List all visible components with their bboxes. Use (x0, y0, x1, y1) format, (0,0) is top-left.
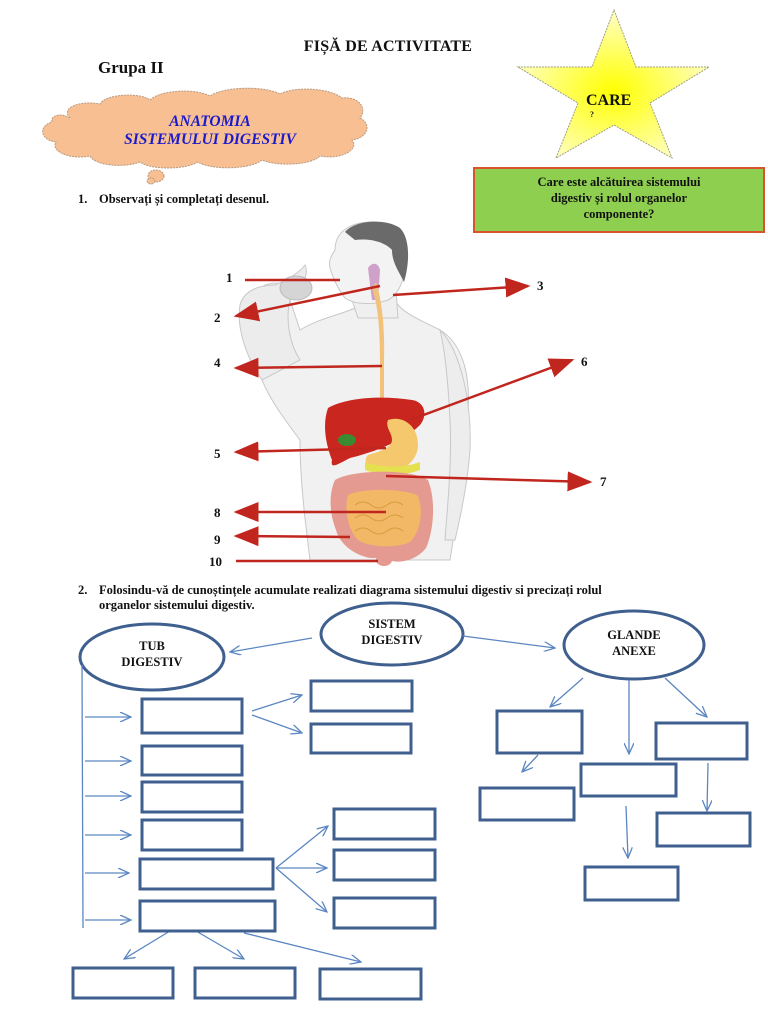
question-line1: Care este alcătuirea sistemului (537, 175, 701, 189)
star-shape (516, 8, 711, 160)
question-line3: componente? (583, 207, 655, 221)
diagram-label-8: 8 (214, 505, 221, 520)
task1-text: Observați și completați desenul. (99, 192, 270, 206)
pointer-line-9 (233, 526, 351, 547)
root-node-label-line2: DIGESTIV (361, 633, 423, 647)
gallbladder (338, 434, 356, 446)
question-line2: digestiv și rolul organelor (550, 191, 688, 205)
answer-boxes (71, 679, 752, 1001)
rectum (376, 554, 392, 566)
diagram-label-6: 6 (581, 354, 588, 369)
answer-box-glande-2[interactable] (579, 762, 678, 798)
answer-box-tub-5[interactable] (138, 857, 275, 891)
root-node-label: SISTEM DIGESTIV (342, 616, 442, 648)
pointer-line-2 (233, 284, 381, 322)
pointer-line-5 (233, 441, 387, 462)
task2-instruction: 2. Folosindu-vă de cunoștințele acumulate… (78, 583, 728, 613)
root-node-label-line1: SISTEM (368, 617, 416, 631)
diagram-label-3: 3 (537, 278, 544, 293)
answer-box-glande-3[interactable] (654, 721, 749, 761)
root-node-sistem-digestiv (319, 601, 465, 667)
task1-instruction: 1. Observați și completați desenul. (78, 192, 269, 207)
pointer-lines (233, 277, 593, 563)
intestine-folds (354, 501, 404, 535)
answer-box-glande-2a[interactable] (583, 865, 680, 902)
pancreas (365, 462, 420, 475)
task2-number: 2. (78, 583, 88, 597)
answer-box-tub-6c[interactable] (318, 967, 423, 1001)
glande-anexe-label: GLANDE ANEXE (584, 627, 684, 659)
group-label: Grupa II (98, 58, 164, 77)
stomach (365, 418, 418, 473)
star-label: CARE (586, 92, 632, 109)
answer-box-tub-2[interactable] (140, 744, 244, 777)
task1-number: 1. (78, 192, 88, 206)
diagram-label-9: 9 (214, 532, 221, 547)
tub-digestiv-label: TUB DIGESTIV (102, 638, 202, 670)
task2-line2: organelor sistemului digestiv. (99, 598, 255, 612)
diagram-label-1: 1 (226, 270, 233, 285)
guiding-question-box: Care este alcătuirea sistemului digestiv… (473, 167, 765, 233)
answer-box-tub-1b[interactable] (309, 722, 413, 755)
diagram-label-5: 5 (214, 446, 221, 461)
node-glande-anexe (562, 609, 706, 681)
answer-box-tub-1a[interactable] (309, 679, 414, 713)
cloud-title-line1: ANATOMIA (169, 113, 251, 130)
diagram-label-10: 10 (209, 554, 222, 569)
pointer-line-3 (392, 277, 531, 298)
answer-box-tub-4[interactable] (140, 818, 244, 852)
diagram-label-4: 4 (214, 355, 221, 370)
cloud-shape (42, 87, 368, 185)
worksheet-title: FIȘĂ DE ACTIVITATE (303, 38, 473, 55)
task2-line1: Folosindu-vă de cunoștințele acumulate r… (99, 583, 602, 597)
tub-digestiv-label-line2: DIGESTIV (121, 655, 183, 669)
cloud-title: ANATOMIA SISTEMULUI DIGESTIV (90, 113, 330, 149)
answer-box-tub-5a[interactable] (332, 807, 437, 841)
answer-box-glande-1[interactable] (495, 709, 584, 755)
answer-box-tub-6[interactable] (138, 899, 277, 933)
answer-box-glande-1a[interactable] (478, 786, 576, 822)
answer-box-tub-5c[interactable] (332, 896, 437, 930)
answer-box-tub-3[interactable] (140, 780, 244, 814)
esophagus (372, 282, 385, 420)
diagram-label-7: 7 (600, 474, 607, 489)
answer-box-glande-3a[interactable] (655, 811, 752, 848)
node-tub-digestiv (78, 622, 226, 692)
glande-anexe-label-line2: ANEXE (612, 644, 656, 658)
cloud-title-line2: SISTEMULUI DIGESTIV (124, 131, 296, 148)
answer-box-tub-5b[interactable] (332, 848, 437, 882)
pointer-line-6 (409, 358, 575, 422)
star-overflow-label: ? (590, 110, 594, 119)
diagram-label-2: 2 (214, 310, 221, 325)
tub-digestiv-label-line1: TUB (139, 639, 165, 653)
answer-box-tub-1[interactable] (140, 697, 244, 735)
connector-arrows (81, 635, 708, 962)
glande-anexe-label-line1: GLANDE (607, 628, 661, 642)
pointer-line-4 (233, 357, 383, 378)
answer-box-tub-6a[interactable] (71, 966, 175, 1000)
answer-box-tub-6b[interactable] (193, 966, 297, 1000)
pointer-line-7 (385, 471, 593, 492)
